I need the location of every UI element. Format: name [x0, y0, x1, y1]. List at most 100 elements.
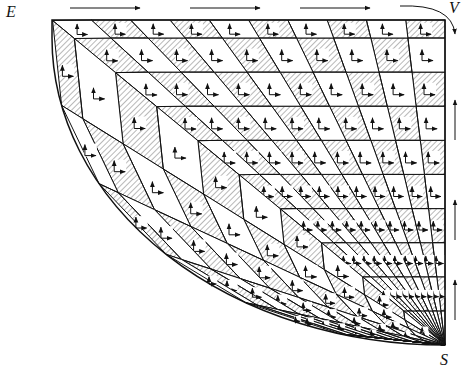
vector-arrow — [421, 34, 432, 35]
arrow-ground — [386, 49, 399, 62]
arrow-ground — [160, 226, 173, 239]
vector-arrow — [356, 187, 357, 197]
arrow-ground — [359, 151, 372, 164]
mesh-cell — [62, 105, 119, 192]
arrow-ground — [211, 117, 224, 130]
arrow-ground — [305, 23, 318, 36]
vector-arrow — [393, 84, 394, 95]
arrow-ground — [145, 83, 158, 96]
vector-arrow — [247, 162, 258, 163]
arrow-ground — [258, 266, 271, 279]
vector-arrow — [174, 147, 175, 158]
vector-arrow — [114, 171, 125, 172]
vector-arrow — [433, 230, 442, 231]
vector-arrow — [399, 118, 400, 129]
vector-arrow — [269, 152, 270, 163]
vector-arrow — [281, 50, 282, 61]
vector-arrow — [230, 34, 241, 35]
arrow-ground — [398, 117, 411, 130]
vector-arrow — [337, 187, 338, 197]
arrow-ground — [93, 87, 106, 100]
vector-arrow — [422, 60, 433, 61]
vector-arrow — [306, 276, 317, 277]
vector-arrow — [387, 60, 398, 61]
arrow-ground — [423, 83, 436, 96]
vector-arrow — [106, 50, 107, 61]
arrow-ground — [152, 23, 165, 36]
mesh-cell — [327, 20, 371, 38]
arrow-ground — [225, 253, 238, 266]
vector-arrow — [153, 34, 164, 35]
mesh-cell — [53, 21, 83, 119]
arrow-ground — [246, 49, 259, 62]
vector-arrow — [359, 308, 360, 316]
vector-arrow — [436, 256, 437, 264]
arrow-ground — [281, 49, 294, 62]
vector-arrow — [246, 50, 247, 61]
vector-arrow — [362, 84, 363, 95]
corner-label: E — [6, 4, 16, 20]
vector-arrow — [190, 203, 191, 214]
vector-arrow — [439, 296, 445, 297]
vector-arrow — [153, 24, 154, 34]
vector-arrow — [300, 94, 311, 95]
vector-arrow — [238, 84, 239, 95]
vector-arrow — [229, 234, 240, 235]
arrow-ground — [113, 160, 126, 173]
vector-arrow — [346, 128, 357, 129]
vector-arrow — [345, 118, 346, 129]
vector-arrow — [424, 94, 435, 95]
vector-arrow — [325, 294, 326, 303]
vector-arrow — [361, 230, 370, 231]
arrow-ground — [229, 23, 242, 36]
vector-arrow — [430, 187, 431, 197]
vector-arrow — [94, 98, 105, 99]
arrow-ground — [360, 220, 371, 231]
vector-arrow — [297, 246, 308, 247]
vector-arrow — [394, 196, 404, 197]
vector-arrow — [265, 128, 276, 129]
arrow-ground — [174, 146, 187, 159]
arrow-ground — [358, 307, 368, 317]
arrow-ground — [190, 202, 203, 215]
corner-label: S — [440, 352, 448, 368]
arrow-ground — [255, 205, 268, 218]
arrow-ground — [305, 265, 318, 278]
mesh-cell — [166, 254, 257, 305]
vector-arrow — [152, 192, 163, 193]
vector-arrow — [212, 128, 223, 129]
vector-arrow — [433, 221, 434, 230]
vector-arrow — [292, 280, 293, 290]
arrow-ground — [404, 220, 415, 231]
vector-arrow — [292, 162, 303, 163]
arrow-ground — [151, 181, 164, 194]
mesh-cell — [416, 106, 445, 140]
vector-arrow — [216, 187, 227, 188]
arrow-ground — [344, 287, 356, 299]
vector-arrow — [134, 128, 145, 129]
vector-arrow — [265, 118, 266, 129]
arrow-ground — [325, 293, 336, 304]
vector-arrow — [211, 50, 212, 61]
vector-arrow — [344, 24, 345, 34]
vector-arrow — [426, 263, 434, 264]
vector-arrow — [317, 60, 328, 61]
vector-arrow — [185, 129, 196, 130]
vector-arrow — [436, 263, 444, 264]
vector-arrow — [412, 187, 413, 197]
mesh-cell — [408, 38, 445, 72]
vector-arrow — [176, 84, 177, 95]
vector-arrow — [238, 128, 249, 129]
arrow-ground — [418, 220, 429, 231]
arrow-ground — [176, 83, 189, 96]
mesh-cell — [366, 20, 408, 38]
vector-arrow — [107, 60, 118, 61]
arrow-ground — [184, 117, 197, 130]
vector-arrow — [141, 50, 142, 61]
vector-arrow — [344, 288, 345, 298]
vector-arrow — [62, 76, 73, 77]
arrow-ground — [392, 83, 405, 96]
vector-arrow — [267, 24, 268, 34]
vector-arrow — [297, 236, 298, 247]
vector-arrow — [207, 84, 208, 95]
